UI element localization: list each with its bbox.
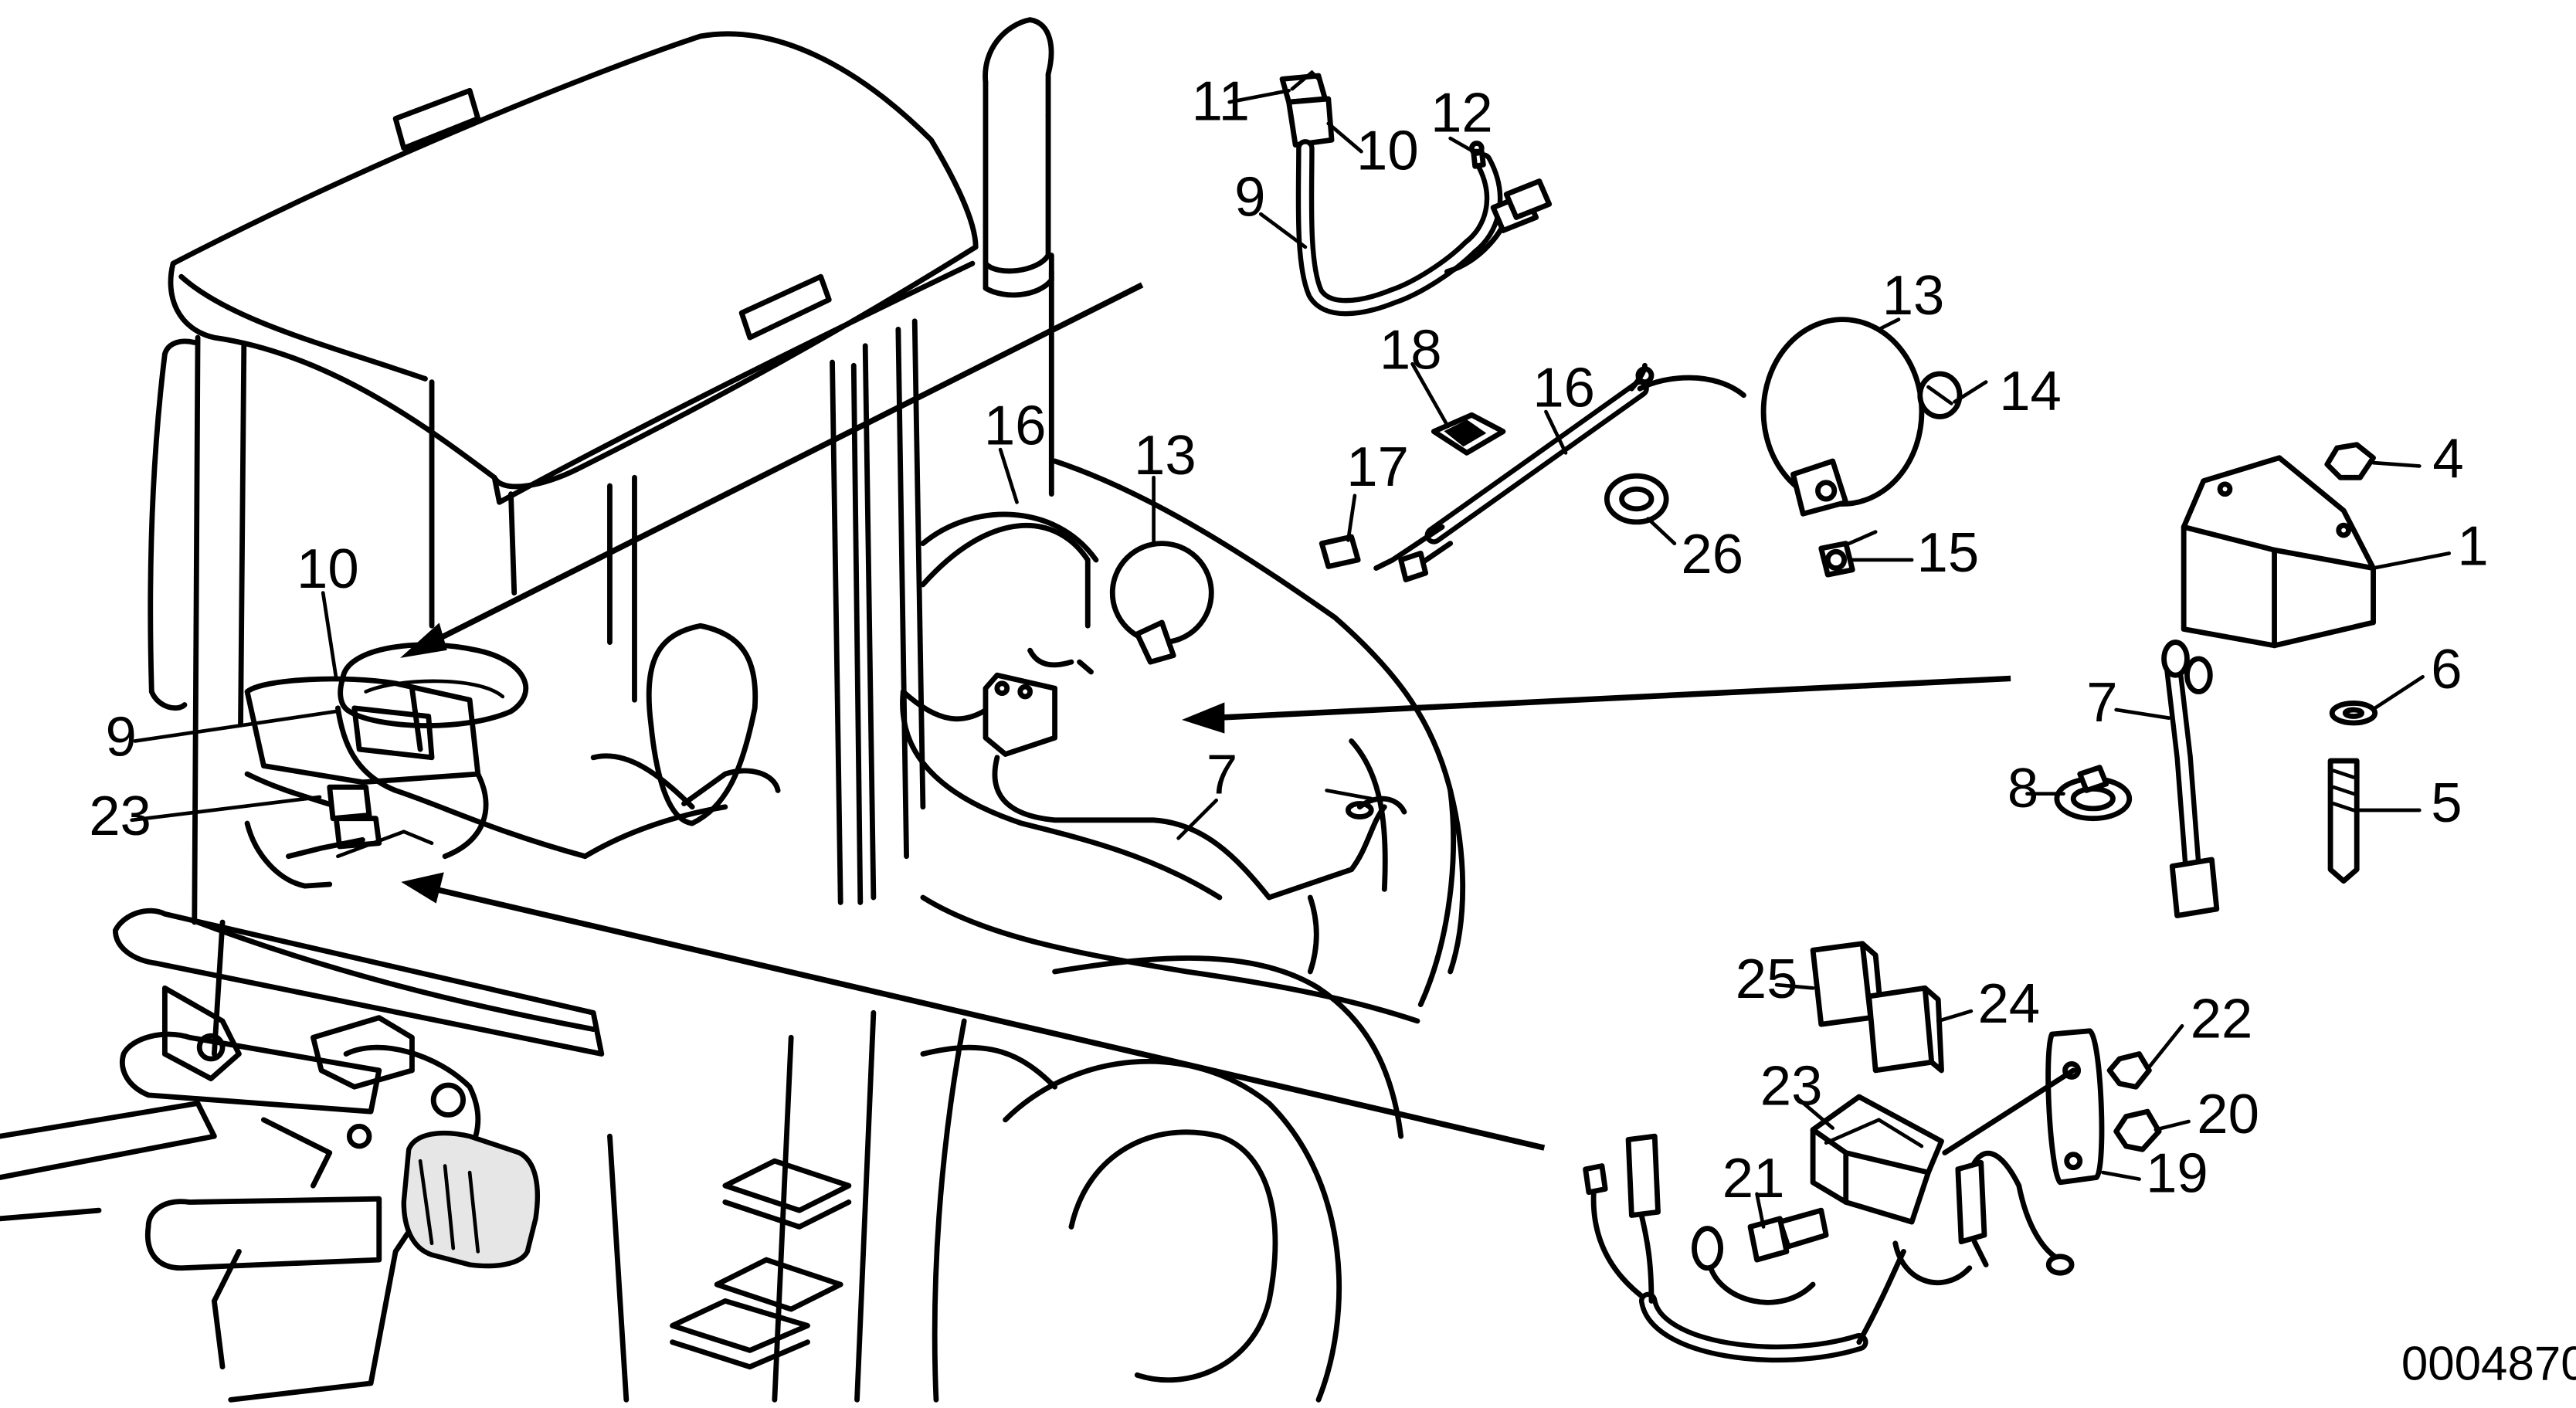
callout-23-vehicle: 23 xyxy=(89,785,151,847)
callout-20: 20 xyxy=(2197,1083,2259,1145)
callout-19: 19 xyxy=(2146,1142,2208,1205)
callout-11: 11 xyxy=(1192,70,1250,133)
relay-box-group xyxy=(1583,941,2162,1363)
callout-18: 18 xyxy=(1380,319,1442,382)
lamp-harness-group xyxy=(1319,317,1963,582)
vehicle-illustration xyxy=(0,17,1466,1403)
callout-leader-lines xyxy=(130,88,2452,1229)
callout-10-top: 10 xyxy=(1356,120,1419,182)
callout-12: 12 xyxy=(1431,82,1493,144)
callout-22: 22 xyxy=(2191,987,2253,1050)
callout-5: 5 xyxy=(2431,772,2462,834)
callout-14: 14 xyxy=(1999,360,2062,422)
switch-harness-group xyxy=(1279,70,1553,317)
callout-7-vehicle: 7 xyxy=(1207,744,1237,806)
callout-numbers: 11 10 12 9 18 16 17 26 13 14 15 4 1 6 5 … xyxy=(89,70,2576,1391)
callout-13-vehicle: 13 xyxy=(1134,424,1196,487)
callout-8: 8 xyxy=(2008,757,2038,819)
callout-9-vehicle: 9 xyxy=(106,706,137,768)
callout-1: 1 xyxy=(2457,514,2488,577)
callout-13-top: 13 xyxy=(1882,264,1945,327)
control-unit-group xyxy=(2054,442,2378,918)
callout-26: 26 xyxy=(1681,523,1743,585)
callout-17: 17 xyxy=(1346,436,1409,498)
leader-arrows xyxy=(400,282,2011,1151)
callout-21: 21 xyxy=(1722,1147,1785,1210)
callout-23-right: 23 xyxy=(1760,1055,1823,1118)
callout-4: 4 xyxy=(2432,427,2463,490)
callout-25: 25 xyxy=(1736,948,1798,1010)
callout-24: 24 xyxy=(1977,972,2040,1035)
callout-10-vehicle: 10 xyxy=(297,538,359,600)
callout-16-top: 16 xyxy=(1532,357,1595,419)
callout-9-top: 9 xyxy=(1234,165,1265,228)
callout-15: 15 xyxy=(1917,521,1980,584)
callout-16-vehicle: 16 xyxy=(984,395,1047,457)
callout-7-right: 7 xyxy=(2086,671,2117,734)
document-id: 00048701 xyxy=(2401,1338,2576,1391)
callout-6: 6 xyxy=(2431,638,2462,701)
